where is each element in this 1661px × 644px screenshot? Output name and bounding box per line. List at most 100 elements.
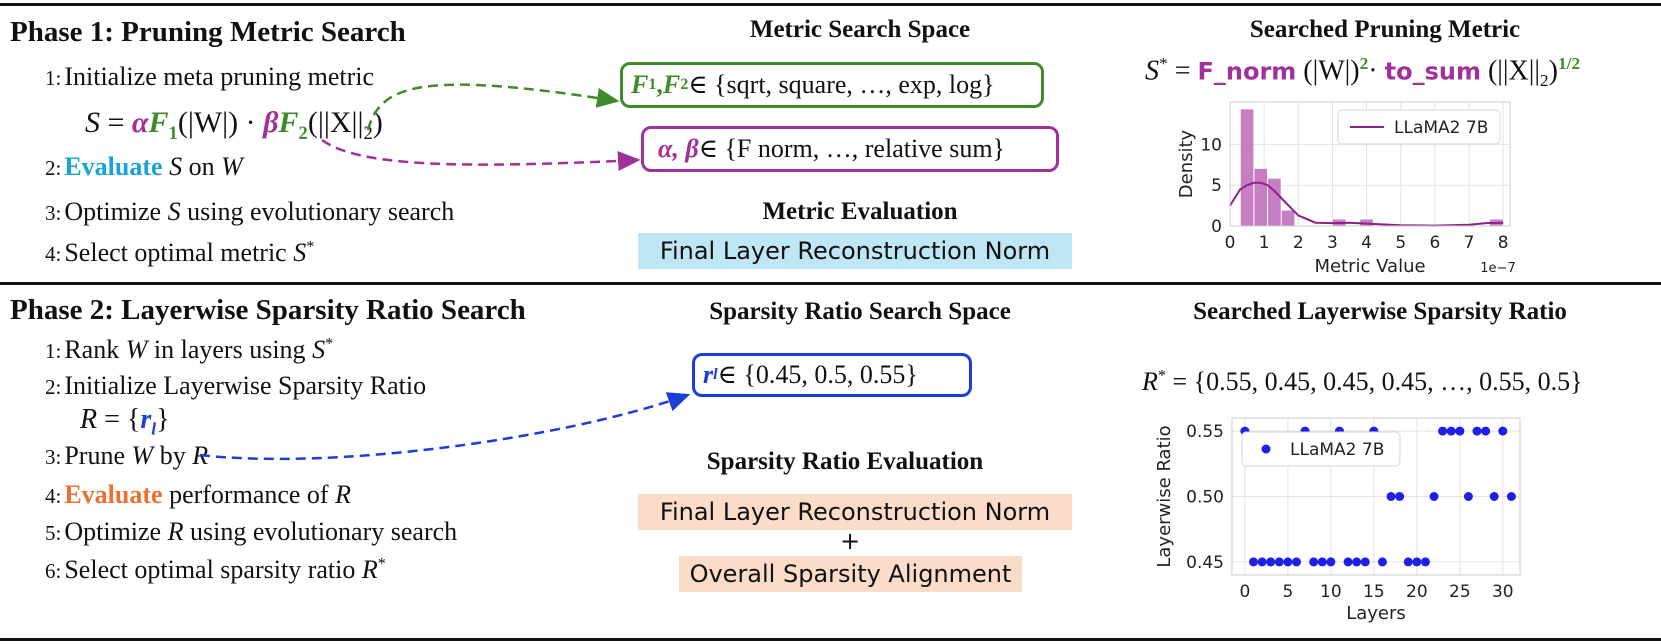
- scatter-point: [1343, 557, 1353, 567]
- scatter-point: [1420, 557, 1430, 567]
- phase2-step-5: 5:Optimize R using evolutionary search: [45, 517, 458, 546]
- y-tick-label: 5: [1211, 176, 1222, 196]
- sparsity-evaluation-title: Sparsity Ratio Evaluation: [706, 448, 984, 475]
- phase1-title: Phase 1: Pruning Metric Search: [10, 16, 406, 48]
- metric-evaluation-title: Metric Evaluation: [762, 198, 958, 225]
- x-tick-label: 4: [1361, 233, 1372, 253]
- x-tick-label: 10: [1320, 582, 1342, 602]
- coefficient-search-space-box: α, β ∈ {F norm, …, relative sum}: [641, 126, 1059, 172]
- x-tick-label: 30: [1492, 582, 1514, 602]
- scatter-point: [1429, 492, 1439, 501]
- metric-search-space-title: Metric Search Space: [749, 16, 971, 43]
- searched-metric-title: Searched Pruning Metric: [1249, 16, 1521, 43]
- x-tick-label: 5: [1282, 582, 1293, 602]
- sparsity-search-space-title: Sparsity Ratio Search Space: [709, 298, 1011, 325]
- x-axis-label: Metric Value: [1314, 256, 1425, 277]
- x-scale-label: 1e−7: [1480, 261, 1515, 276]
- x-axis-label: Layers: [1346, 603, 1406, 624]
- plot-frame: [1231, 417, 1521, 576]
- scatter-point: [1283, 557, 1293, 567]
- scatter-point: [1386, 492, 1396, 501]
- metric-histogram-chart: 0 1 2 3 4 5 6 7 8 0 5 10 1e−7 Metric Value Density LLaM…: [1176, 101, 1516, 277]
- scatter-point: [1274, 557, 1284, 567]
- scatter-point: [1455, 426, 1465, 436]
- scatter-point: [1352, 557, 1362, 567]
- histogram-bar: [1268, 178, 1281, 226]
- sparsity-evaluation-item-1: Final Layer Reconstruction Norm: [638, 494, 1072, 530]
- scatter-point: [1506, 492, 1516, 501]
- x-tick-label: 2: [1293, 233, 1304, 253]
- sparsity-evaluation-item-2: Overall Sparsity Alignment: [679, 556, 1022, 592]
- scatter-point: [1498, 426, 1508, 436]
- y-tick-label: 10: [1200, 135, 1222, 155]
- x-tick-label: 3: [1327, 233, 1338, 253]
- top-rule: [0, 3, 1661, 6]
- x-tick-label: 15: [1363, 582, 1385, 602]
- searched-ratio-formula: R* = {0.55, 0.45, 0.45, 0.45, …, 0.55, 0…: [1142, 367, 1583, 396]
- meta-metric-formula: S = αF1(|W|) · βF2(||X||2): [85, 106, 383, 144]
- x-tick-label: 0: [1239, 582, 1250, 602]
- y-tick-label: 0.50: [1186, 488, 1224, 508]
- legend-box: [1241, 431, 1401, 467]
- histogram-bar: [1281, 210, 1295, 226]
- ratio-init-formula: R = {rl}: [80, 404, 170, 439]
- scatter-point: [1326, 557, 1336, 567]
- legend-marker: [1261, 444, 1271, 454]
- middle-rule: [0, 282, 1661, 285]
- scatter-point: [1481, 426, 1491, 436]
- histogram-bar: [1240, 109, 1254, 226]
- bottom-rule: [0, 638, 1661, 641]
- x-tick-label: 7: [1464, 233, 1475, 253]
- x-tick-label: 25: [1449, 582, 1471, 602]
- scatter-point: [1472, 426, 1482, 436]
- y-axis-label: Layerwise Ratio: [1154, 425, 1175, 567]
- phase2-step-1: 1:Rank W in layers using S*: [45, 335, 334, 364]
- phase2-title: Phase 2: Layerwise Sparsity Ratio Search: [10, 294, 526, 326]
- y-tick-label: 0.55: [1186, 422, 1224, 442]
- x-tick-label: 5: [1395, 233, 1406, 253]
- x-tick-label: 1: [1259, 233, 1270, 253]
- y-tick-label: 0.45: [1186, 553, 1224, 573]
- x-tick-label: 0: [1225, 233, 1236, 253]
- scatter-point: [1377, 557, 1387, 567]
- scatter-point: [1360, 557, 1370, 567]
- sparsity-evaluation-plus: +: [839, 527, 861, 555]
- searched-metric-formula: S* = F_norm (|W|)2· to_sum (||X||2)1/2: [1145, 54, 1581, 90]
- y-axis-label: Density: [1176, 129, 1197, 198]
- x-tick-label: 6: [1429, 233, 1440, 253]
- scatter-point: [1317, 557, 1327, 567]
- plot-frame: [1229, 101, 1511, 227]
- histogram-bar: [1254, 168, 1268, 226]
- phase2-step-3: 3:Prune W by R: [45, 441, 209, 470]
- scatter-point: [1266, 557, 1276, 567]
- phase1-step-1: 1:Initialize meta pruning metric: [45, 62, 375, 91]
- metric-evaluation-item: Final Layer Reconstruction Norm: [638, 233, 1072, 269]
- legend-box: [1337, 109, 1501, 145]
- scatter-point: [1463, 492, 1473, 501]
- scatter-point: [1257, 557, 1267, 567]
- scatter-point: [1489, 492, 1499, 501]
- scatter-point: [1395, 492, 1405, 501]
- arrow-function-to-space: [366, 83, 620, 131]
- phase1-step-2: 2:Evaluate S on W: [45, 152, 243, 181]
- scatter-point: [1446, 426, 1456, 436]
- x-tick-label: 20: [1406, 582, 1428, 602]
- phase2-step-6: 6:Select optimal sparsity ratio R*: [45, 555, 386, 584]
- searched-ratio-title: Searched Layerwise Sparsity Ratio: [1193, 298, 1567, 325]
- phase1-step-4: 4:Select optimal metric S*: [45, 238, 315, 267]
- scatter-point: [1412, 557, 1422, 567]
- scatter-point: [1248, 557, 1258, 567]
- phase1-step-3: 3:Optimize S using evolutionary search: [45, 197, 455, 226]
- scatter-point: [1438, 426, 1448, 436]
- kde-line: [1229, 181, 1504, 227]
- y-tick-label: 0: [1211, 217, 1222, 237]
- scatter-point: [1291, 557, 1301, 567]
- x-tick-label: 8: [1498, 233, 1509, 253]
- scatter-point: [1403, 557, 1413, 567]
- legend-label: LLaMA2 7B: [1290, 440, 1384, 460]
- phase2-step-2: 2:Initialize Layerwise Sparsity Ratio: [45, 371, 427, 400]
- legend-label: LLaMA2 7B: [1394, 118, 1488, 138]
